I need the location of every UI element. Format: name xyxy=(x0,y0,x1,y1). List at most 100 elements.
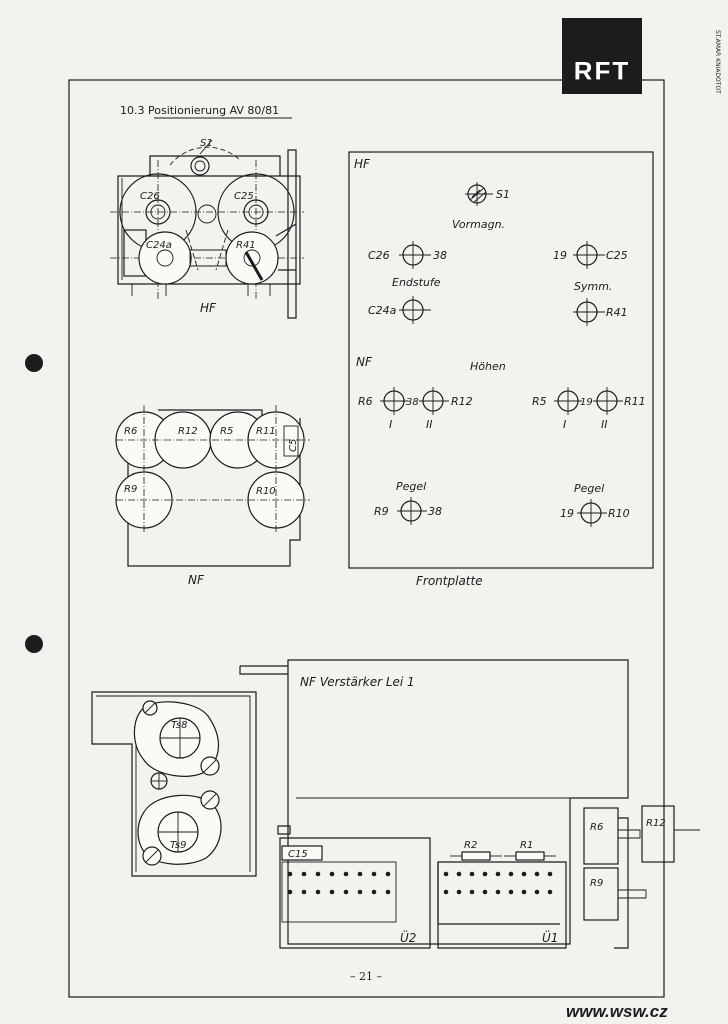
connector-pin xyxy=(315,889,321,895)
amp-u1: Ü1 xyxy=(542,929,558,945)
nf-label-c5: C5 xyxy=(288,439,299,452)
connector-pin xyxy=(508,871,514,877)
page-number: – 21 – xyxy=(350,970,382,983)
front-19-b: 19 xyxy=(580,397,593,408)
front-roman-2a: II xyxy=(426,418,433,431)
front-hoehen: Höhen xyxy=(470,360,506,373)
connector-pin xyxy=(329,871,335,877)
connector-pin xyxy=(357,871,363,877)
nf-label-r12: R12 xyxy=(178,426,198,437)
front-r41: R41 xyxy=(606,306,628,319)
amp-u1-pins xyxy=(443,871,553,895)
amp-title: NF Verstärker Lei 1 xyxy=(300,675,415,689)
amp-ts8: Ts8 xyxy=(171,720,188,731)
connector-pin xyxy=(301,871,307,877)
connector-pin xyxy=(469,871,475,877)
front-r11: R11 xyxy=(624,395,646,408)
connector-pin xyxy=(315,871,321,877)
connector-pin xyxy=(547,871,553,877)
front-38-a: 38 xyxy=(433,249,447,262)
connector-pin xyxy=(547,889,553,895)
hf-caption: HF xyxy=(200,301,217,315)
hf-label-c26: C26 xyxy=(140,191,160,202)
connector-pin xyxy=(534,871,540,877)
connector-pin xyxy=(521,871,527,877)
amp-r1: R1 xyxy=(520,840,533,851)
amp-ts9: Ts9 xyxy=(170,840,187,851)
connector-pin xyxy=(329,889,335,895)
page-frame xyxy=(68,79,665,998)
connector-pin xyxy=(534,889,540,895)
front-nf-heading: NF xyxy=(356,355,373,369)
connector-pin xyxy=(443,889,449,895)
front-38-c: 38 xyxy=(428,505,442,518)
nf-caption: NF xyxy=(188,573,205,587)
front-symm: Symm. xyxy=(574,280,612,293)
amp-c15: C15 xyxy=(288,849,308,860)
connector-pin xyxy=(287,889,293,895)
connector-pin xyxy=(343,889,349,895)
hf-label-r41: R41 xyxy=(236,240,256,251)
watermark: www.wsw.cz xyxy=(566,1002,668,1021)
amp-r6: R6 xyxy=(590,822,603,833)
front-pegel-right: Pegel xyxy=(574,482,604,495)
hf-board-view: S1 C26 C25 C24a R41 HF xyxy=(110,138,304,319)
front-roman-1a: I xyxy=(389,418,392,431)
connector-pin xyxy=(385,871,391,877)
front-s1: S1 xyxy=(496,188,510,201)
nf-label-r5: R5 xyxy=(220,426,233,437)
front-vormagn: Vormagn. xyxy=(452,218,505,231)
hf-label-s1: S1 xyxy=(200,138,213,149)
frontplatte-panel: HF S1 Vormagn. C26 38 19 C25 Endstufe Sy… xyxy=(348,151,654,588)
front-38-b: 38 xyxy=(406,397,419,408)
frontplatte-caption: Frontplatte xyxy=(416,574,483,588)
amp-u2-pins xyxy=(287,871,391,895)
amp-r9: R9 xyxy=(590,878,603,889)
rft-logo: RFT xyxy=(562,18,642,94)
hf-label-c24a: C24a xyxy=(146,240,172,251)
front-r9: R9 xyxy=(374,505,389,518)
connector-pin xyxy=(482,889,488,895)
connector-pin xyxy=(385,889,391,895)
amp-u2: Ü2 xyxy=(400,929,416,945)
side-stamp: ST.AMAR KNIADOTOT xyxy=(714,30,721,94)
front-c26: C26 xyxy=(368,249,390,262)
connector-pin xyxy=(456,871,462,877)
transistor-bracket-view: Ts8 Ts9 xyxy=(91,691,257,877)
connector-pin xyxy=(371,889,377,895)
hf-label-c25: C25 xyxy=(234,191,254,202)
punch-hole-top xyxy=(25,354,43,372)
nf-label-r10: R10 xyxy=(256,486,276,497)
front-c24a: C24a xyxy=(368,304,397,317)
rft-logo-text: RFT xyxy=(574,56,631,86)
connector-pin xyxy=(508,889,514,895)
amp-r12: R12 xyxy=(646,818,666,829)
connector-pin xyxy=(469,889,475,895)
connector-pin xyxy=(357,889,363,895)
front-r10: R10 xyxy=(608,507,630,520)
front-c25: C25 xyxy=(606,249,628,262)
connector-pin xyxy=(287,871,293,877)
connector-pin xyxy=(521,889,527,895)
front-r5: R5 xyxy=(532,395,547,408)
front-r12: R12 xyxy=(451,395,473,408)
connector-pin xyxy=(456,889,462,895)
front-endstufe: Endstufe xyxy=(392,276,441,289)
front-roman-1b: I xyxy=(563,418,566,431)
front-pegel-left: Pegel xyxy=(396,480,426,493)
front-19-a: 19 xyxy=(553,249,567,262)
connector-pin xyxy=(443,871,449,877)
front-19-c: 19 xyxy=(560,507,574,520)
connector-pin xyxy=(495,889,501,895)
nf-amplifier-board-view: NF Verstärker Lei 1 C15 Ü2 R2 R1 Ü1 R6 R… xyxy=(239,659,700,949)
front-r6: R6 xyxy=(358,395,373,408)
connector-pin xyxy=(495,871,501,877)
nf-label-r11: R11 xyxy=(256,426,276,437)
connector-pin xyxy=(301,889,307,895)
nf-label-r9: R9 xyxy=(124,484,137,495)
punch-hole-bottom xyxy=(25,635,43,653)
connector-pin xyxy=(343,871,349,877)
nf-board-view: R6 R12 R5 R11 C5 R9 R10 NF xyxy=(115,405,310,587)
connector-pin xyxy=(482,871,488,877)
